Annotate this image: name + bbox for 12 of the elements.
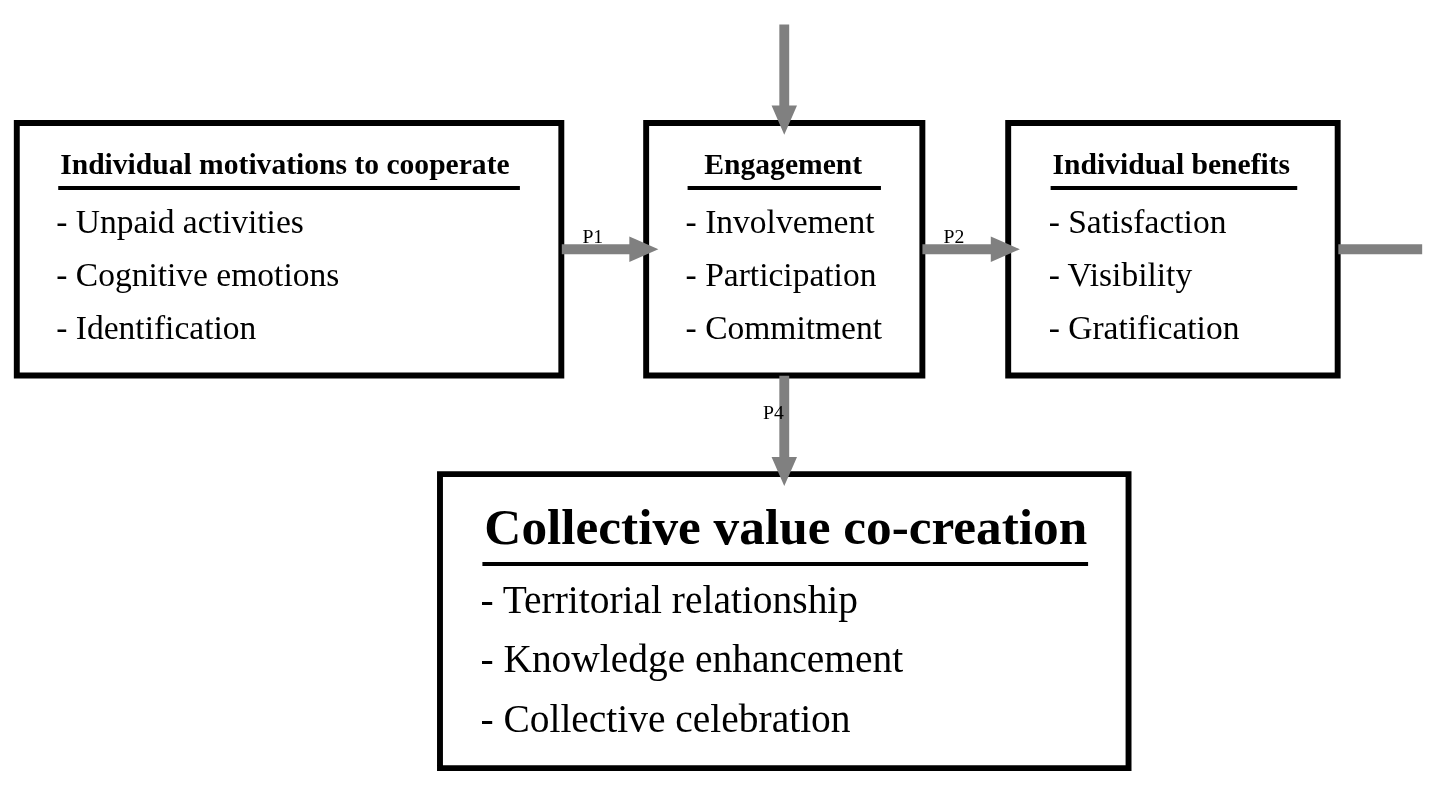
node-box: Engagement - Involvement - Participation - Commitment (643, 120, 926, 379)
node-box: Collective value co-creation - Territorial relationship - Knowledge enhancement - Collective celebration (437, 471, 1132, 772)
edge-label: P2 (943, 225, 965, 248)
edge-label: P1 (582, 225, 604, 248)
node-box: Individual benefits - Satisfaction - Visibility - Gratification (1005, 120, 1341, 379)
connector (1338, 244, 1423, 255)
arrow (922, 236, 1020, 262)
node-box: Individual motivations to cooperate - Unpaid activities - Cognitive emotions - Identification (13, 120, 565, 379)
arrow (561, 236, 659, 262)
arrow (771, 375, 797, 487)
arrow (771, 24, 797, 135)
edge-label: P4 (763, 401, 784, 424)
